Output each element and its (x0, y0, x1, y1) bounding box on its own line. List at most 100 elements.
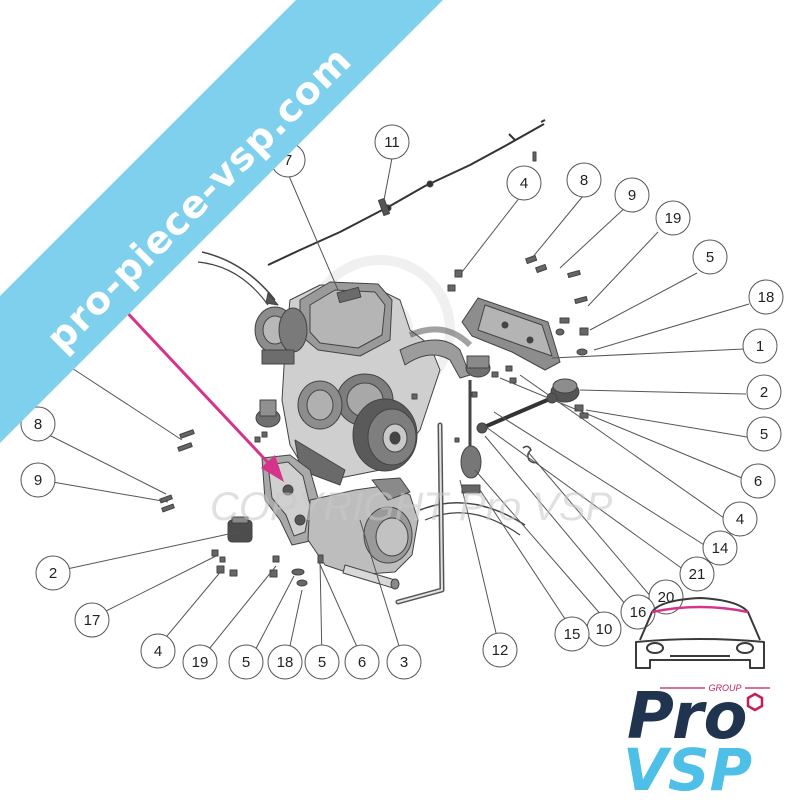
callout-number: 9 (628, 187, 636, 204)
callout-circle (746, 416, 782, 452)
callout-number: 15 (564, 626, 581, 643)
callout: 6 (740, 463, 776, 499)
callout-circle (748, 279, 784, 315)
callout-circle (182, 644, 218, 680)
callout-circle (374, 124, 410, 160)
callout-circle (722, 501, 758, 537)
callout-number: 2 (760, 384, 768, 401)
callout: 8 (566, 162, 602, 198)
callout-circle (20, 406, 56, 442)
callout-number: 9 (34, 472, 42, 489)
callout-circle (386, 644, 422, 680)
callout-number: 11 (384, 134, 400, 151)
callout: 12 (482, 632, 518, 668)
callout-circle (554, 616, 590, 652)
callout: 2 (746, 374, 782, 410)
callout: 19 (182, 644, 218, 680)
callout: 9 (614, 177, 650, 213)
callout-number: 14 (712, 540, 729, 557)
callout-circle (702, 530, 738, 566)
callout-number: 6 (358, 654, 366, 671)
callout-circle (742, 328, 778, 364)
callout-number: 19 (665, 210, 682, 227)
callout: 17 (74, 602, 110, 638)
callout-number: 8 (580, 172, 588, 189)
car-outline-icon (635, 597, 765, 669)
leader-lines (40, 157, 750, 663)
callout-circle (344, 644, 380, 680)
callout-circle (267, 644, 303, 680)
callout-circle (655, 200, 691, 236)
callout-number: 3 (400, 654, 408, 671)
callout-number: 6 (754, 473, 762, 490)
callout: 18 (748, 279, 784, 315)
fasteners (159, 151, 589, 587)
logo-pro-text: Pro (627, 680, 747, 754)
callout-number: 18 (758, 289, 775, 306)
callout-circle (304, 644, 340, 680)
callout-circle (74, 602, 110, 638)
callout: 3 (386, 644, 422, 680)
callout-circle (566, 162, 602, 198)
callout-number: 5 (760, 426, 768, 443)
callout-circle (35, 555, 71, 591)
callout-number: 18 (277, 654, 294, 671)
callout: 5 (228, 644, 264, 680)
callout-number: 7 (284, 152, 292, 169)
callout: 21 (679, 556, 715, 592)
logo-group-text: GROUP (708, 683, 741, 693)
callout-number: 16 (630, 604, 647, 621)
copyright-watermark: COPYRIGHT Pro VSP (210, 485, 613, 529)
callout-circle (20, 462, 56, 498)
silentblock-right (550, 378, 580, 403)
callout: 2 (35, 555, 71, 591)
callout: 4 (722, 501, 758, 537)
callout: 9 (20, 462, 56, 498)
highlight-arrow (102, 286, 284, 482)
throttle-cable (267, 123, 545, 266)
gear-cable-upper (201, 251, 276, 301)
callout-number: 12 (492, 642, 509, 659)
callout-number: 5 (318, 654, 326, 671)
callout-circle (482, 632, 518, 668)
callout-circle (746, 374, 782, 410)
callout-number: 21 (689, 566, 706, 583)
callout-number: 4 (520, 175, 528, 192)
callout-number: 1 (756, 338, 764, 355)
engine-assembly-drawing (159, 119, 589, 605)
callout: 14 (702, 530, 738, 566)
silentblock-top-left (255, 399, 281, 428)
callout: 10 (586, 611, 622, 647)
callout-layer: 1171248919518125641421201610151236518519… (20, 124, 784, 680)
callout: 5 (692, 239, 728, 275)
callout: 19 (655, 200, 691, 236)
silentblock-left (227, 516, 253, 543)
callout-circle (740, 463, 776, 499)
exhaust-pipes (399, 339, 471, 379)
callout-number: 8 (34, 416, 42, 433)
callout-circle (506, 165, 542, 201)
callout-number: 4 (736, 511, 744, 528)
callout: 16 (620, 594, 656, 630)
callout: 1 (742, 328, 778, 364)
callout-number: 4 (154, 643, 162, 660)
callout: 15 (554, 616, 590, 652)
callout: 5 (746, 416, 782, 452)
callout: 4 (506, 165, 542, 201)
callout: 11 (374, 124, 410, 160)
callout: 4 (140, 633, 176, 669)
hexagon-icon (746, 692, 764, 712)
callout: 18 (267, 644, 303, 680)
tie-rod (481, 396, 553, 430)
callout-circle (679, 556, 715, 592)
callout-number: 5 (706, 249, 714, 266)
callout-circle (228, 644, 264, 680)
gear-cable-lower (419, 501, 526, 526)
brand-logo: GROUP Pro VSP (623, 597, 770, 800)
logo-vsp-text: VSP (623, 736, 752, 800)
callout-circle (614, 177, 650, 213)
silentblock-right-upper (465, 355, 491, 378)
callout-circle (692, 239, 728, 275)
callout-circle (140, 633, 176, 669)
